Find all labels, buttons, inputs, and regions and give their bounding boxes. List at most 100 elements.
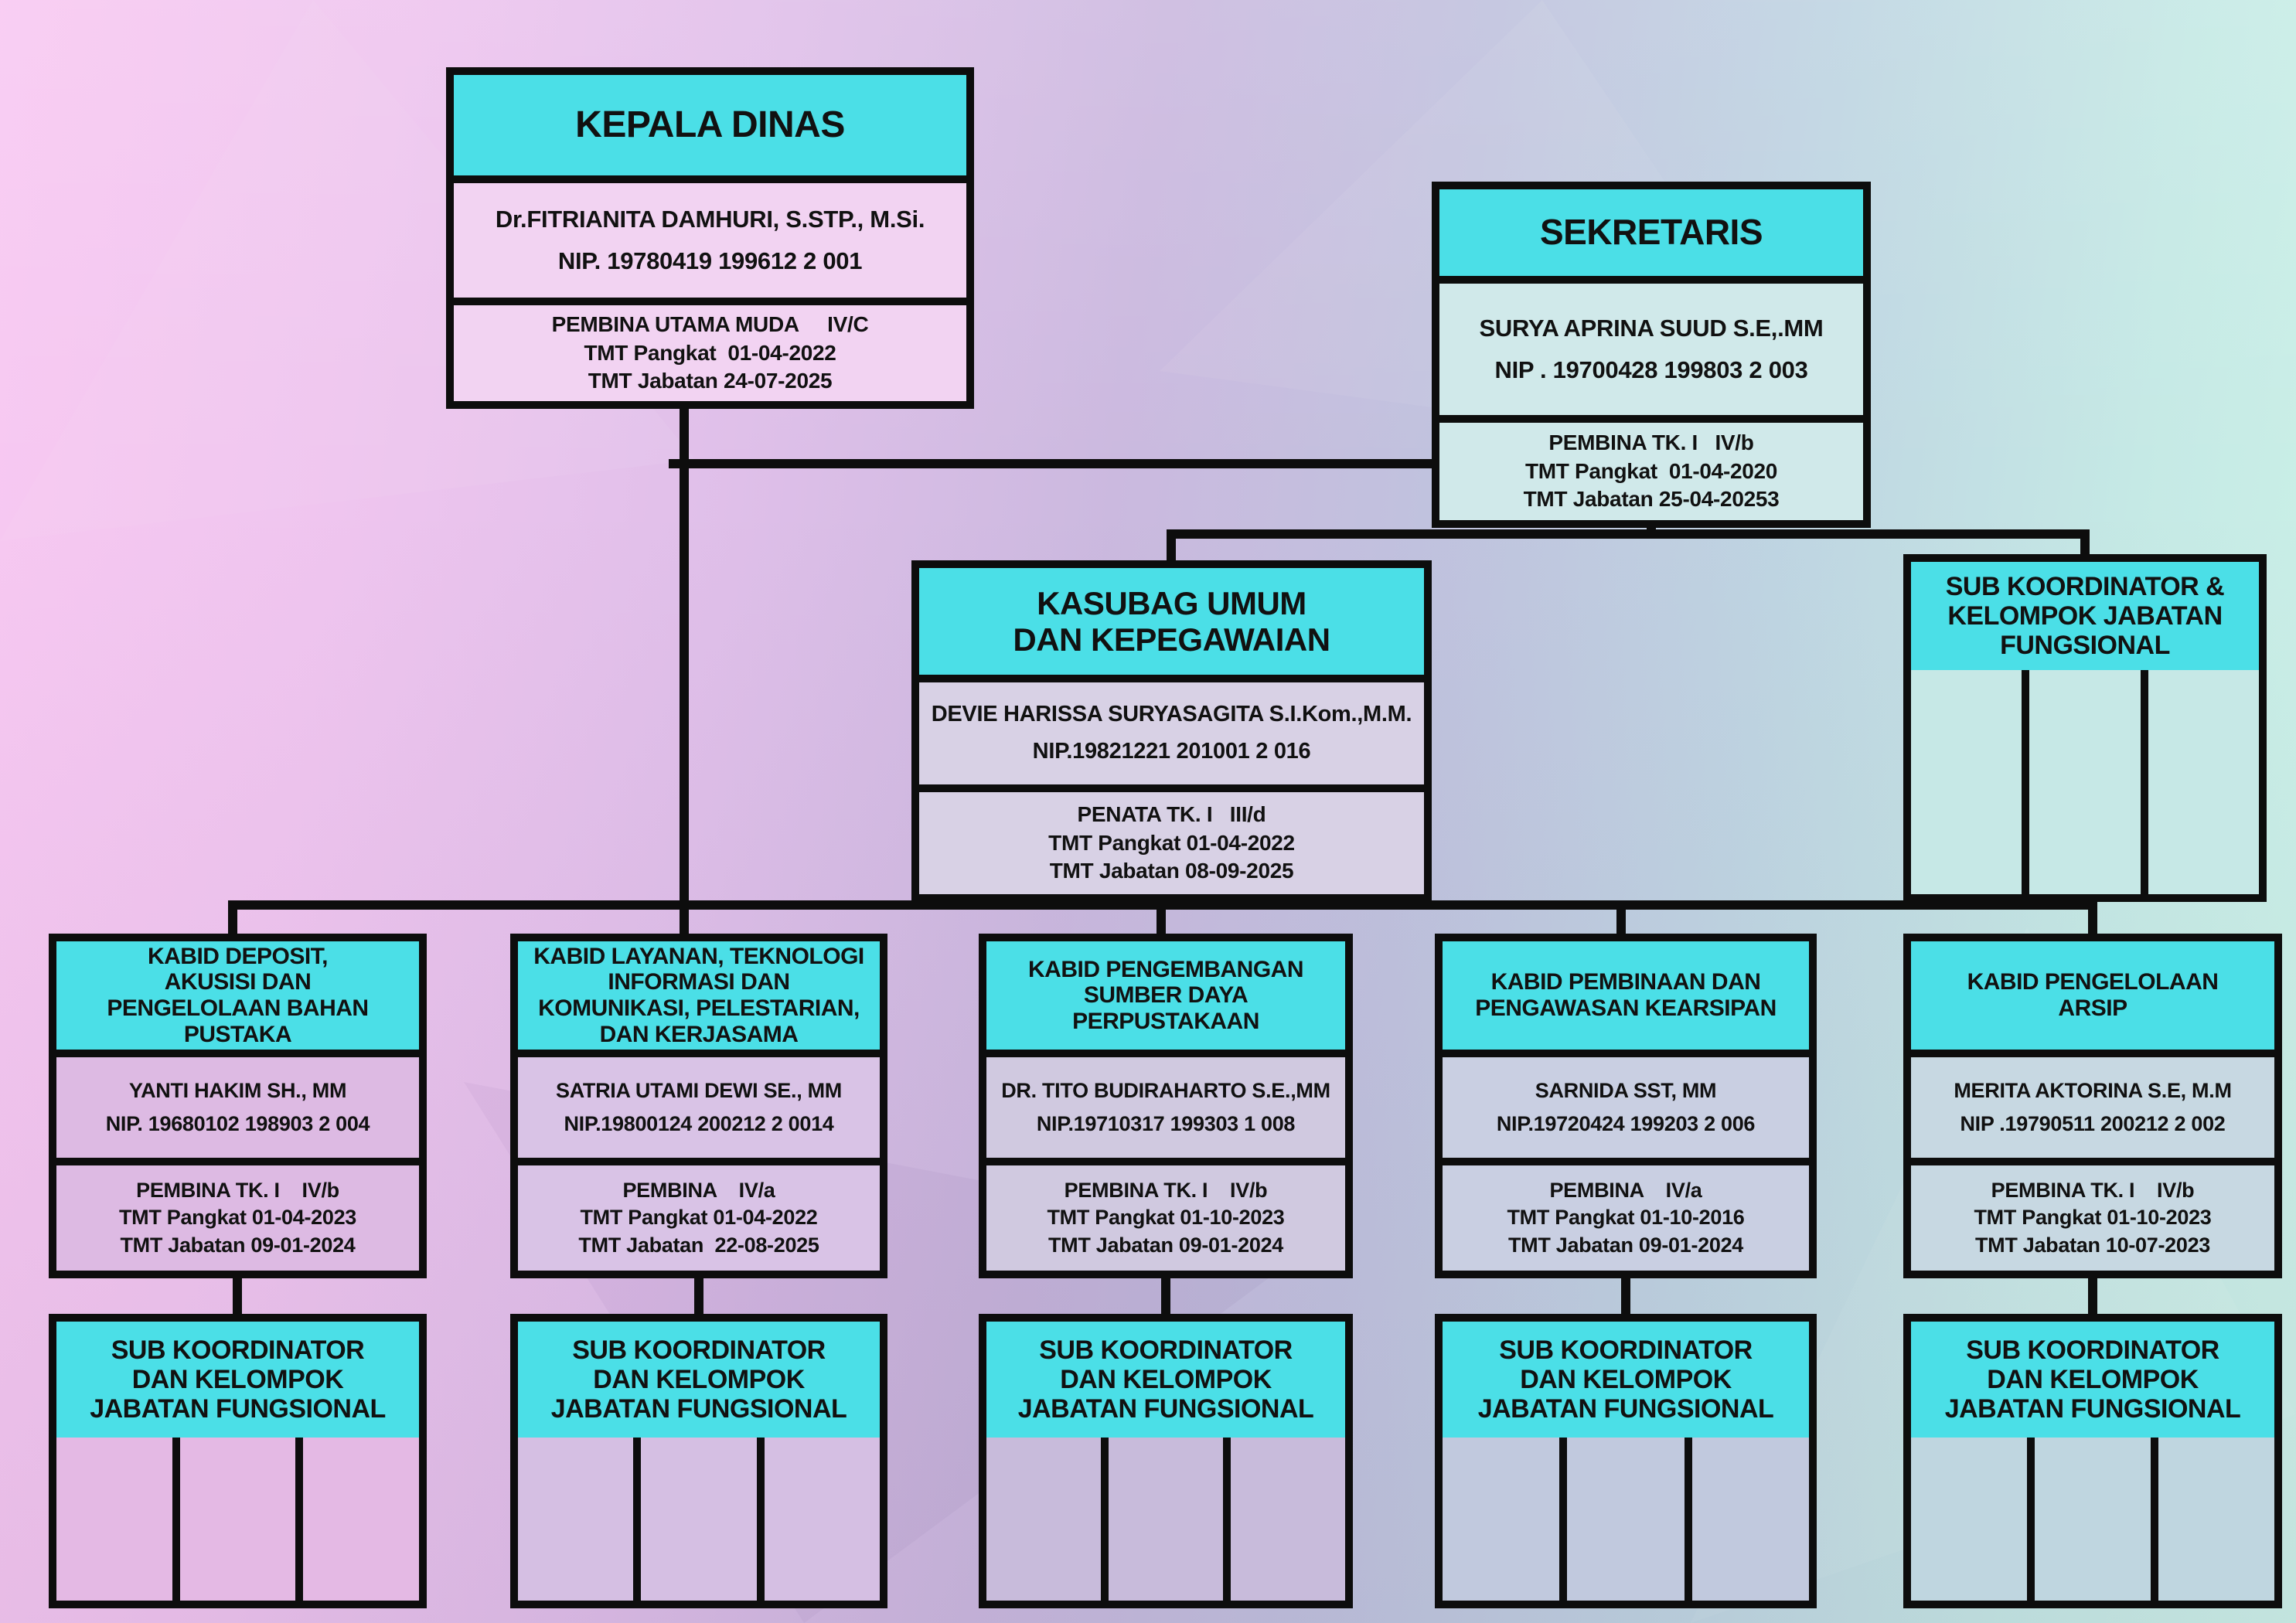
box-kabid-pengelolaan-arsip: KABID PENGELOLAAN ARSIP MERITA AKTORINA … (1903, 934, 2282, 1278)
connector-bottom2-stub (694, 1278, 703, 1314)
box-title: SUB KOORDINATOR DAN KELOMPOK JABATAN FUN… (1944, 1335, 2241, 1424)
connector-bottom1-stub (233, 1278, 242, 1314)
fungsional-cells (1911, 670, 2259, 894)
tmt-pangkat: TMT Pangkat 01-04-2023 (118, 1206, 357, 1230)
official-name: SURYA APRINA SUUD S.E,.MM (1479, 314, 1824, 342)
connector-kabid4-stub (1616, 900, 1626, 934)
box-sub-koordinator-layanan: SUB KOORDINATOR DAN KELOMPOK JABATAN FUN… (510, 1314, 887, 1608)
box-kabid-layanan: KABID LAYANAN, TEKNOLOGI INFORMASI DAN K… (510, 934, 887, 1278)
kabid-deposit-title-header: KABID DEPOSIT, AKUSISI DAN PENGELOLAAN B… (56, 941, 419, 1050)
rank-grade: PEMBINA TK. I IV/b (1064, 1179, 1268, 1203)
rank-grade: PEMBINA IV/a (622, 1179, 775, 1203)
box-kabid-pembinaan: KABID PEMBINAAN DAN PENGAWASAN KEARSIPAN… (1435, 934, 1817, 1278)
kabid-layanan-name-section: SATRIA UTAMI DEWI SE., MM NIP.19800124 2… (518, 1050, 880, 1158)
kasubag-name-section: DEVIE HARISSA SURYASAGITA S.I.Kom.,M.M. … (919, 675, 1424, 784)
official-name: SARNIDA SST, MM (1535, 1078, 1717, 1102)
official-name: Dr.FITRIANITA DAMHURI, S.STP., M.Si. (495, 205, 925, 233)
sekretaris-rank-section: PEMBINA TK. I IV/b TMT Pangkat 01-04-202… (1439, 415, 1863, 520)
kabid-pembinaan-rank-section: PEMBINA IV/a TMT Pangkat 01-10-2016 TMT … (1443, 1158, 1809, 1271)
kepala-dinas-title-header: KEPALA DINAS (454, 75, 966, 175)
fungsional-cells (1443, 1438, 1809, 1601)
kabid-pengelolaan-arsip-rank-section: PEMBINA TK. I IV/b TMT Pangkat 01-10-202… (1911, 1158, 2274, 1271)
connector-kepala-vertical (680, 409, 689, 934)
tmt-jabatan: TMT Jabatan 22-08-2025 (578, 1233, 819, 1257)
tmt-jabatan: TMT Jabatan 25-04-20253 (1523, 487, 1780, 512)
tmt-pangkat: TMT Pangkat 01-10-2016 (1507, 1206, 1745, 1230)
official-nip: NIP.19800124 200212 2 0014 (564, 1112, 834, 1135)
box-title: SEKRETARIS (1539, 212, 1763, 253)
fungsional-cell-empty (303, 1438, 420, 1601)
fungsional-cell-empty (518, 1438, 634, 1601)
box-title: SUB KOORDINATOR DAN KELOMPOK JABATAN FUN… (550, 1335, 847, 1424)
fungsional-cell-empty (1109, 1438, 1223, 1601)
kasubag-rank-section: PENATA TK. I III/d TMT Pangkat 01-04-202… (919, 784, 1424, 894)
box-kabid-deposit: KABID DEPOSIT, AKUSISI DAN PENGELOLAAN B… (49, 934, 427, 1278)
fungsional-cell-empty (2148, 670, 2259, 894)
kabid-pengelolaan-arsip-title-header: KABID PENGELOLAAN ARSIP (1911, 941, 2274, 1050)
kabid-deposit-rank-section: PEMBINA TK. I IV/b TMT Pangkat 01-04-202… (56, 1158, 419, 1271)
official-name: SATRIA UTAMI DEWI SE., MM (556, 1078, 842, 1102)
fungsional-cell-empty (1567, 1438, 1685, 1601)
sub-koordinator-title-header: SUB KOORDINATOR DAN KELOMPOK JABATAN FUN… (1911, 1322, 2274, 1438)
box-title: KABID PENGEMBANGAN SUMBER DAYA PERPUSTAK… (1027, 956, 1304, 1034)
box-title: KEPALA DINAS (575, 104, 845, 146)
connector-bottom3-stub (1161, 1278, 1170, 1314)
tmt-jabatan: TMT Jabatan 08-09-2025 (1049, 859, 1294, 883)
official-nip: NIP.19710317 199303 1 008 (1036, 1112, 1296, 1135)
rank-grade: PEMBINA IV/a (1549, 1179, 1702, 1203)
connector-bottom5-stub (2088, 1278, 2097, 1314)
rank-grade: PEMBINA TK. I IV/b (136, 1179, 339, 1203)
kabid-pengembangan-name-section: DR. TITO BUDIRAHARTO S.E.,MM NIP.1971031… (986, 1050, 1345, 1158)
tmt-pangkat: TMT Pangkat 01-04-2022 (584, 340, 836, 365)
box-sub-koordinator-sekretariat: SUB KOORDINATOR & KELOMPOK JABATAN FUNGS… (1903, 554, 2267, 902)
box-title: KABID PEMBINAAN DAN PENGAWASAN KEARSIPAN (1475, 969, 1777, 1021)
official-nip: NIP.19720424 199203 2 006 (1496, 1112, 1756, 1135)
kasubag-title-header: KASUBAG UMUM DAN KEPEGAWAIAN (919, 568, 1424, 675)
kabid-pembinaan-title-header: KABID PEMBINAAN DAN PENGAWASAN KEARSIPAN (1443, 941, 1809, 1050)
kabid-pengelolaan-arsip-name-section: MERITA AKTORINA S.E, M.M NIP .19790511 2… (1911, 1050, 2274, 1158)
fungsional-cells (1911, 1438, 2274, 1601)
fungsional-cell-empty (1231, 1438, 1345, 1601)
kepala-dinas-name-section: Dr.FITRIANITA DAMHURI, S.STP., M.Si. NIP… (454, 175, 966, 298)
fungsional-cell-empty (56, 1438, 172, 1601)
fungsional-cell-empty (179, 1438, 296, 1601)
box-title: SUB KOORDINATOR DAN KELOMPOK JABATAN FUN… (90, 1335, 386, 1424)
fungsional-cell-empty (1443, 1438, 1560, 1601)
box-title: SUB KOORDINATOR DAN KELOMPOK JABATAN FUN… (1477, 1335, 1774, 1424)
rank-grade: PEMBINA TK. I IV/b (1991, 1179, 2195, 1203)
connector-kabid5-stub (2088, 900, 2097, 934)
box-title: SUB KOORDINATOR DAN KELOMPOK JABATAN FUN… (1017, 1335, 1314, 1424)
official-nip: NIP .19790511 200212 2 002 (1960, 1112, 2226, 1135)
tmt-pangkat: TMT Pangkat 01-04-2022 (1048, 830, 1295, 855)
official-nip: NIP. 19780419 199612 2 001 (557, 247, 863, 274)
official-name: YANTI HAKIM SH., MM (128, 1078, 347, 1102)
fungsional-cells (56, 1438, 420, 1601)
connector-kabid3-stub (1157, 900, 1166, 934)
kabid-pengembangan-rank-section: PEMBINA TK. I IV/b TMT Pangkat 01-10-202… (986, 1158, 1345, 1271)
sub-koordinator-title-header: SUB KOORDINATOR DAN KELOMPOK JABATAN FUN… (56, 1322, 419, 1438)
sub-koordinator-title-header: SUB KOORDINATOR DAN KELOMPOK JABATAN FUN… (986, 1322, 1345, 1438)
box-kabid-pengembangan: KABID PENGEMBANGAN SUMBER DAYA PERPUSTAK… (979, 934, 1353, 1278)
kabid-deposit-name-section: YANTI HAKIM SH., MM NIP. 19680102 198903… (56, 1050, 419, 1158)
tmt-pangkat: TMT Pangkat 01-04-2022 (580, 1206, 818, 1230)
fungsional-cell-empty (2158, 1438, 2274, 1601)
tmt-pangkat: TMT Pangkat 01-10-2023 (1974, 1206, 2212, 1230)
box-sub-koordinator-pengembangan: SUB KOORDINATOR DAN KELOMPOK JABATAN FUN… (979, 1314, 1353, 1608)
box-sekretaris: SEKRETARIS SURYA APRINA SUUD S.E,.MM NIP… (1432, 182, 1871, 528)
fungsional-cell-empty (1911, 670, 2022, 894)
tmt-jabatan: TMT Jabatan 24-07-2025 (588, 369, 833, 393)
official-nip: NIP. 19680102 198903 2 004 (105, 1112, 370, 1135)
box-title: KABID PENGELOLAAN ARSIP (1967, 969, 2219, 1021)
rank-grade: PENATA TK. I III/d (1077, 802, 1266, 827)
rank-grade: PEMBINA TK. I IV/b (1548, 430, 1754, 455)
official-name: DR. TITO BUDIRAHARTO S.E.,MM (1001, 1078, 1330, 1102)
tmt-jabatan: TMT Jabatan 09-01-2024 (1048, 1233, 1284, 1257)
tmt-pangkat: TMT Pangkat 01-10-2023 (1047, 1206, 1285, 1230)
official-name: DEVIE HARISSA SURYASAGITA S.I.Kom.,M.M. (931, 702, 1412, 727)
fungsional-cells (518, 1438, 880, 1601)
box-title: KABID LAYANAN, TEKNOLOGI INFORMASI DAN K… (533, 943, 864, 1047)
connector-kasubag-stub (1167, 529, 1176, 560)
kabid-pembinaan-name-section: SARNIDA SST, MM NIP.19720424 199203 2 00… (1443, 1050, 1809, 1158)
box-title: SUB KOORDINATOR & KELOMPOK JABATAN FUNGS… (1945, 571, 2225, 661)
fungsional-cells (986, 1438, 1345, 1601)
